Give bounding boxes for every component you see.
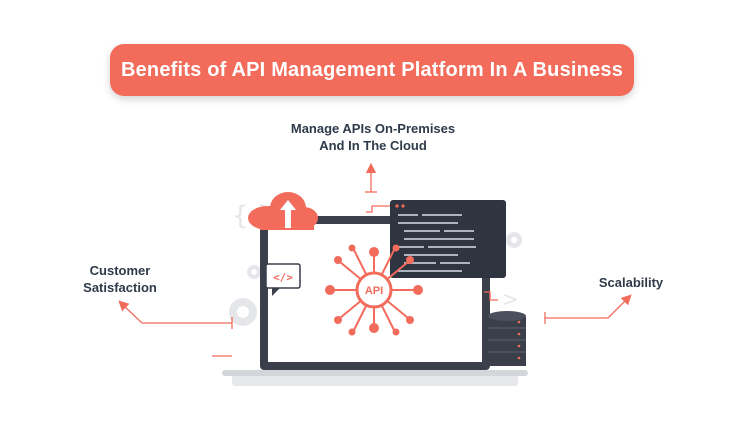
code-tag-text: </> (273, 271, 293, 284)
api-hub-center (355, 271, 393, 309)
gear-icon-right (506, 232, 522, 248)
arrow-right (544, 294, 632, 324)
gear-icon-small (247, 265, 261, 279)
laptop-base-edge (222, 370, 528, 376)
chevron-icon: > (502, 287, 519, 311)
arrow-left (118, 300, 233, 329)
benefit-left: Customer Satisfaction (60, 262, 180, 296)
arrow-top (365, 162, 377, 193)
laptop-base (232, 374, 518, 386)
gear-icon (229, 298, 257, 326)
title-banner: Benefits of API Management Platform In A… (110, 44, 634, 96)
connector-db (484, 291, 498, 301)
benefit-top-line-2: And In The Cloud (319, 138, 427, 153)
cloud-upload-icon (248, 192, 318, 230)
page-title: Benefits of API Management Platform In A… (120, 58, 624, 81)
benefit-top: Manage APIs On-Premises And In The Cloud (260, 120, 486, 154)
benefit-right: Scalability (598, 275, 664, 290)
api-hub-label: API (365, 285, 383, 297)
api-hub-nodes (325, 244, 423, 336)
database-icon (488, 311, 526, 366)
code-editor-icon (390, 200, 506, 278)
benefit-left-line-1: Customer (89, 263, 151, 278)
connector-editor (366, 205, 390, 213)
benefit-left-line-2: Satisfaction (83, 280, 157, 295)
code-bracket-icon: </> (265, 263, 301, 296)
benefit-top-line-1: Manage APIs On-Premises (290, 121, 456, 136)
